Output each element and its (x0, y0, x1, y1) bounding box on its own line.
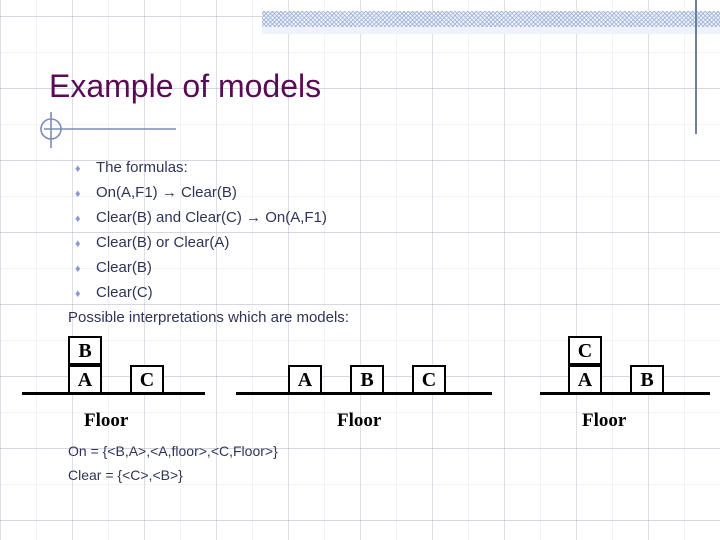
clear-set-text: Clear = {<C>,<B>} (68, 467, 183, 483)
block-a: A (568, 365, 602, 394)
list-item-label: Clear(B) and Clear(C) → On(A,F1) (96, 209, 327, 226)
top-bar-fade (262, 27, 720, 34)
interpretation-diagram-3: C A B Floor (530, 330, 720, 440)
list-item: ♦ Clear(C) (68, 280, 628, 305)
list-item-label: The formulas: (96, 159, 188, 176)
block-b: B (630, 365, 664, 394)
bullet-diamond-icon: ♦ (75, 288, 81, 300)
bullet-diamond-icon: ♦ (75, 263, 81, 275)
list-item-label: On(A,F1) → Clear(B) (96, 184, 237, 201)
formula-bullet-list: ♦ The formulas: ♦ On(A,F1) → Clear(B) ♦ … (68, 155, 628, 305)
list-item: ♦ On(A,F1) → Clear(B) (68, 180, 628, 205)
floor-label: Floor (84, 410, 129, 431)
block-c: C (412, 365, 446, 394)
bullet-diamond-icon: ♦ (75, 213, 81, 225)
block-a: A (288, 365, 322, 394)
bullet-diamond-icon: ♦ (75, 238, 81, 250)
block-b: B (350, 365, 384, 394)
block-c: C (568, 336, 602, 365)
block-b: B (68, 336, 102, 365)
floor-line (22, 392, 205, 395)
list-item: ♦ Clear(B) (68, 255, 628, 280)
floor-label: Floor (582, 410, 627, 431)
on-set-text: On = {<B,A>,<A,floor>,<C,Floor>} (68, 443, 278, 459)
list-item: ♦ Clear(B) and Clear(C) → On(A,F1) (68, 205, 628, 230)
interpretation-diagram-2: A B C Floor (230, 330, 520, 440)
bullet-diamond-icon: ♦ (75, 188, 81, 200)
bullet-diamond-icon: ♦ (75, 163, 81, 175)
list-item-label: Clear(B) or Clear(A) (96, 234, 230, 251)
page-title: Example of models (49, 68, 322, 104)
list-item-label: Clear(C) (96, 284, 153, 301)
list-item: ♦ Clear(B) or Clear(A) (68, 230, 628, 255)
interpretation-diagram-1: B A C Floor (0, 330, 230, 440)
title-decoration-icon (40, 112, 176, 148)
possible-interpretations-label: Possible interpretations which are model… (68, 309, 349, 326)
floor-line (540, 392, 710, 395)
block-c: C (130, 365, 164, 394)
title-decoration (30, 112, 190, 148)
top-vertical-rule (695, 0, 697, 134)
list-item-label: Clear(B) (96, 259, 152, 276)
list-item: ♦ The formulas: (68, 155, 628, 180)
top-hatched-bar (262, 11, 720, 27)
floor-label: Floor (337, 410, 382, 431)
block-a: A (68, 365, 102, 394)
